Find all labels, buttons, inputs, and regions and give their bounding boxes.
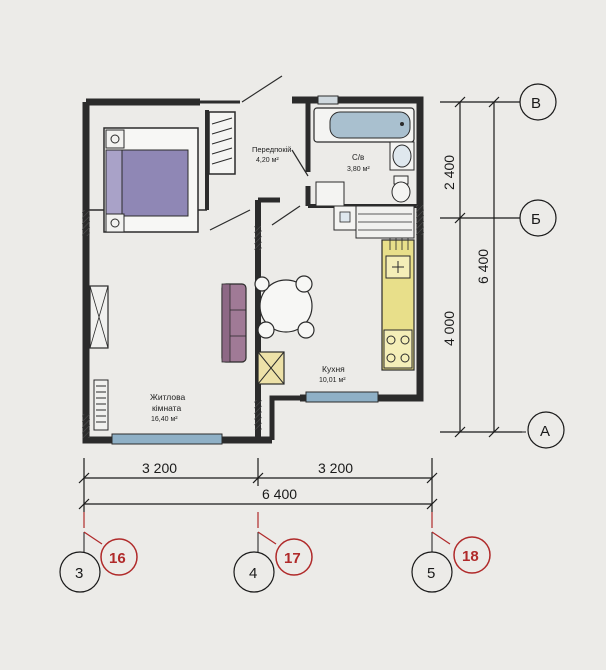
- bathroom-name: С/в: [352, 153, 364, 162]
- dim-bottom-right: 3 200: [318, 460, 353, 476]
- hallway-name: Передпокій: [252, 145, 292, 154]
- axis-markers-rows: В Б А: [494, 83, 565, 449]
- axis-tag-17-text: 17: [284, 550, 301, 567]
- living-door: [209, 209, 251, 231]
- chair: [254, 276, 270, 292]
- axis-circle-3: [59, 551, 101, 593]
- bathtub: [313, 107, 415, 143]
- axis-tag-18-text: 18: [462, 548, 479, 565]
- nightstand: [105, 129, 125, 149]
- wall-hatch: [82, 414, 90, 438]
- axis-label-b: Б: [531, 211, 541, 228]
- bed: [103, 127, 199, 233]
- axis-tag-18: [453, 536, 491, 574]
- toilet: [391, 175, 411, 203]
- wall-hatch: [254, 400, 262, 430]
- axis-tag-17: [275, 538, 313, 576]
- living-name-line1: Житлова: [150, 392, 186, 402]
- dim-bottom-left: 3 200: [142, 460, 177, 476]
- window-bath-vent: [317, 95, 339, 105]
- axis-label-4: 4: [249, 565, 257, 582]
- kitchen-counter: [381, 239, 415, 371]
- radiator: [93, 379, 109, 431]
- wall-hatch: [254, 226, 262, 250]
- room-labels: Передпокій 4,20 м² С/в 3,80 м² Кухня 10,…: [150, 145, 370, 423]
- windows: [111, 95, 379, 445]
- axis-label-5: 5: [427, 565, 435, 582]
- bathroom-area: 3,80 м²: [347, 166, 370, 173]
- nightstand: [105, 213, 125, 233]
- living-area: 16,40 м²: [151, 416, 178, 423]
- chair: [297, 321, 315, 339]
- axis-circle-4: [233, 551, 275, 593]
- axis-circle-b: [519, 199, 557, 237]
- cabinet-left: [89, 285, 109, 349]
- axis-tag-16: [100, 538, 138, 576]
- axis-circle-5: [411, 551, 453, 593]
- chair: [295, 275, 313, 293]
- dim-right-total: 6 400: [475, 249, 491, 284]
- axis-circle-a: [527, 411, 565, 449]
- axis-label-a: А: [540, 423, 550, 440]
- dimension-lines-bottom: [78, 458, 438, 512]
- kitchen-shelves: [355, 205, 415, 250]
- living-name-line2: кімната: [152, 403, 181, 413]
- bath-door: [291, 149, 309, 177]
- dimension-labels-right: 2 400 4 000 6 400: [441, 155, 491, 346]
- hallway-area: 4,20 м²: [256, 157, 279, 164]
- lamp-icon: [110, 218, 120, 228]
- washing-machine: [315, 181, 357, 231]
- wardrobe: [208, 111, 236, 175]
- sofa: [221, 283, 247, 363]
- dim-bottom-total: 6 400: [262, 486, 297, 502]
- axis-label-3: 3: [75, 565, 83, 582]
- kitchen-door: [271, 205, 301, 226]
- axis-label-v: В: [531, 95, 541, 112]
- window-kitchen: [305, 391, 379, 403]
- chair: [257, 321, 275, 339]
- washbasin: [389, 141, 415, 171]
- ventilation-shaft: [257, 351, 285, 385]
- axis-markers-cols: 3 16 4 17 5 18: [59, 512, 491, 593]
- dimension-labels-bottom: 3 200 3 200 6 400: [142, 460, 353, 502]
- lamp-icon: [110, 134, 120, 144]
- dim-right-top: 2 400: [441, 155, 457, 190]
- dining-table: [254, 275, 315, 339]
- wall-hatch: [416, 205, 424, 235]
- wall-hatch: [82, 210, 90, 236]
- kitchen-area: 10,01 м²: [319, 377, 346, 384]
- entry-door: [241, 75, 283, 103]
- doors: [209, 75, 309, 231]
- axis-circle-v: [519, 83, 557, 121]
- dim-right-bottom: 4 000: [441, 311, 457, 346]
- axis-tag-16-text: 16: [109, 550, 126, 567]
- stove-icon: [383, 329, 413, 369]
- kitchen-name: Кухня: [322, 364, 345, 374]
- window-living: [111, 433, 223, 445]
- bed-pillows: [105, 149, 123, 217]
